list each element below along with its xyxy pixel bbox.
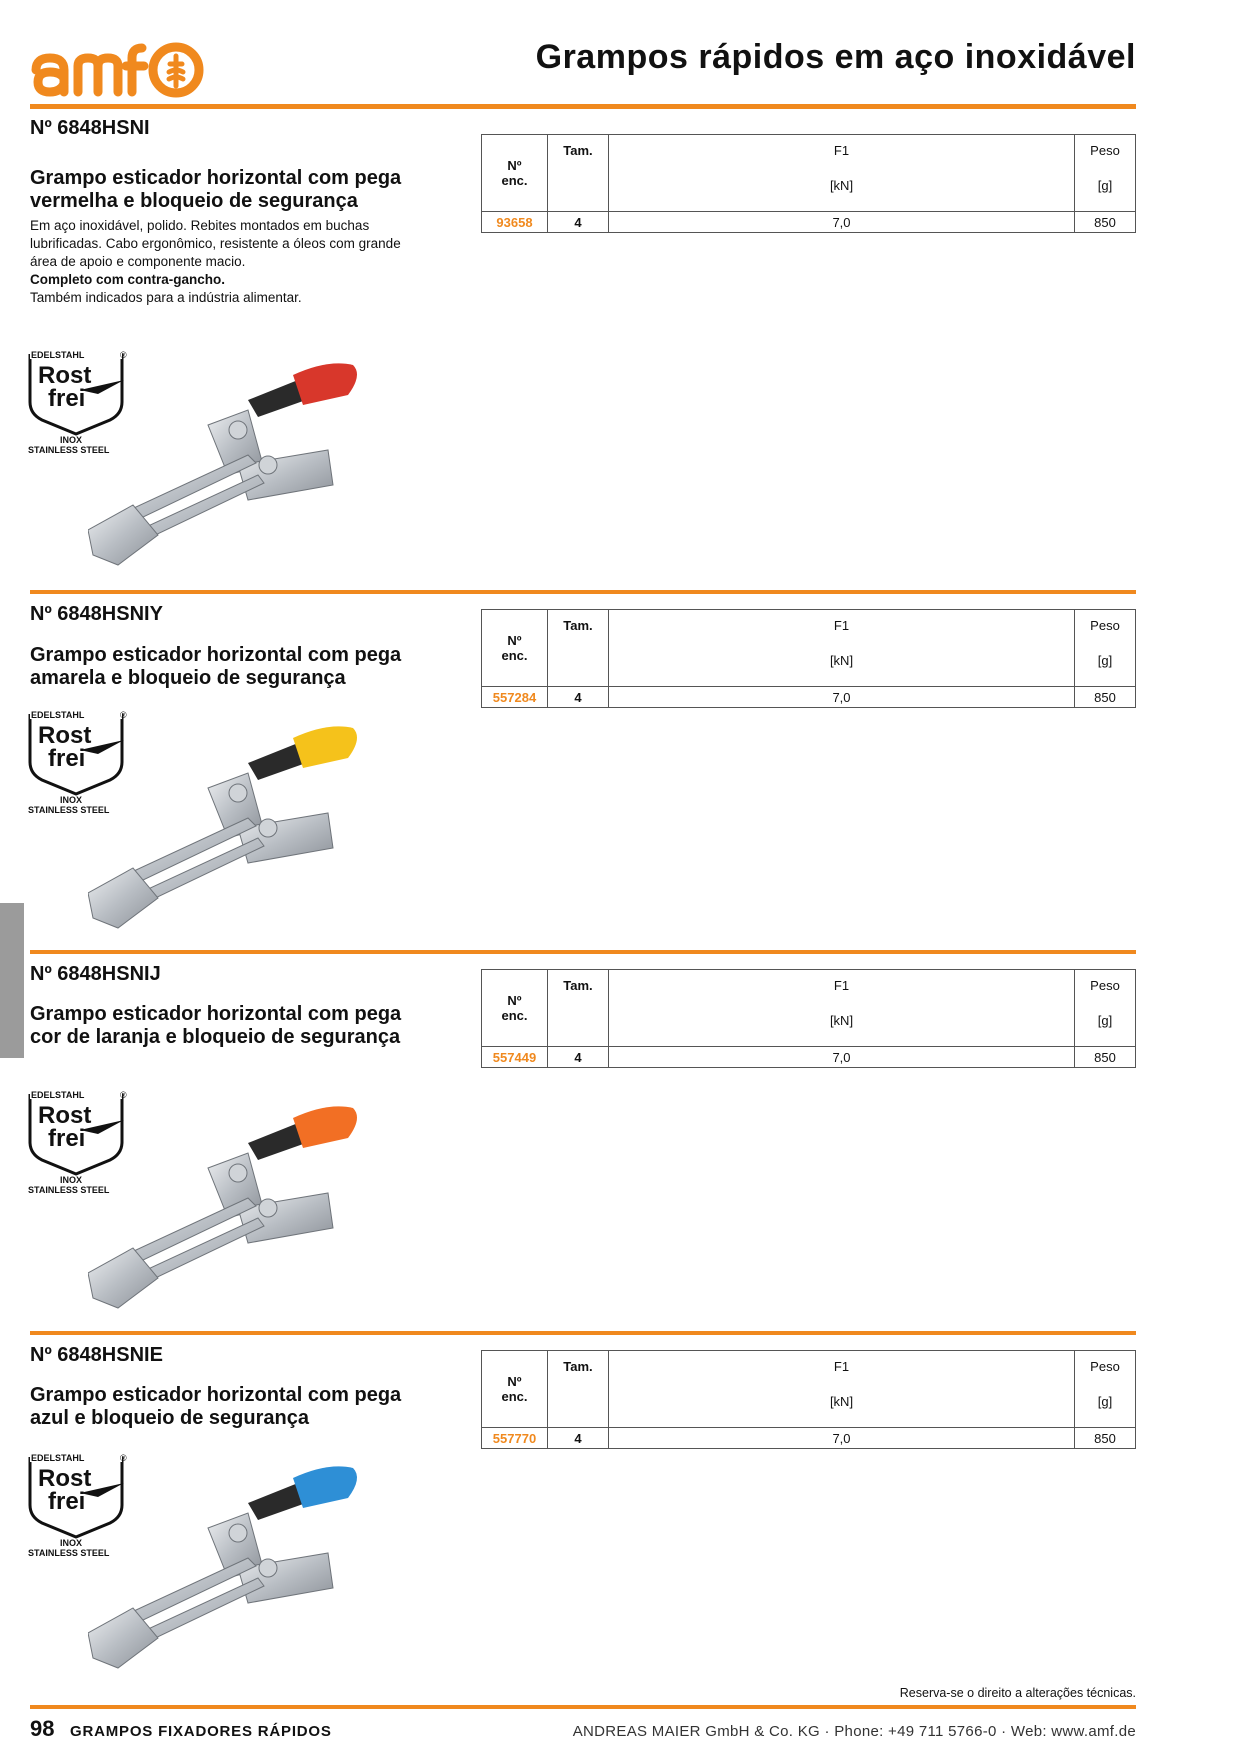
svg-text:INOX: INOX [60, 795, 82, 805]
amf-logo: amf [31, 42, 204, 104]
svg-text:amf: amf [154, 103, 156, 104]
clamp-handle [293, 726, 357, 768]
rostfrei-badge-icon: EDELSTAHL ® Rost frei INOX STAINLESS STE… [28, 710, 127, 814]
section-divider [30, 1331, 1136, 1335]
clamp-product-image [88, 1466, 357, 1669]
clamp-product-image [88, 1106, 357, 1309]
order-number-link[interactable]: 93658 [481, 211, 548, 233]
order-number-link[interactable]: 557284 [481, 686, 548, 708]
footer-section-title: GRAMPOS FIXADORES RÁPIDOS [70, 1723, 332, 1740]
product-description: Em aço inoxidável, polido. Rebites monta… [30, 218, 401, 305]
clamp-handle [293, 1106, 357, 1148]
order-number-link[interactable]: 557770 [481, 1427, 548, 1449]
order-number-link[interactable]: 557449 [481, 1046, 548, 1068]
page-number: 98 [30, 1716, 55, 1741]
footer-company-info: ANDREAS MAIER GmbH & Co. KG · Phone: +49… [572, 1723, 1136, 1740]
product-number: Nº 6848HSNIJ [30, 963, 161, 985]
rostfrei-badge-icon: EDELSTAHL ® Rost frei INOX STAINLESS STE… [28, 350, 127, 454]
rostfrei-badge-icon: EDELSTAHL ® Rost frei INOX STAINLESS STE… [28, 1090, 127, 1194]
product-number: Nº 6848HSNIE [30, 1344, 163, 1366]
svg-text:Rost: Rost [38, 362, 91, 389]
svg-text:®: ® [120, 350, 127, 360]
svg-text:Rost: Rost [38, 1102, 91, 1129]
product-number: Nº 6848HSNIY [30, 603, 163, 625]
svg-text:frei: frei [48, 745, 85, 772]
clamp-handle [293, 363, 357, 405]
svg-text:INOX: INOX [60, 1175, 82, 1185]
svg-text:Rost: Rost [38, 722, 91, 749]
footer-rule [30, 1705, 1136, 1709]
svg-text:EDELSTAHL: EDELSTAHL [31, 1453, 85, 1463]
table-row: 557449 4 7,0 850 [481, 1046, 1136, 1068]
clamp-handle [293, 1466, 357, 1508]
col-weight: Peso[g] [1074, 134, 1136, 212]
product-title: Grampo esticador horizontal com pega cor… [30, 1003, 402, 1048]
svg-text:INOX: INOX [60, 435, 82, 445]
footer-note: Reserva-se o direito a alterações técnic… [899, 1686, 1136, 1700]
svg-text:INOX: INOX [60, 1538, 82, 1548]
rostfrei-badge-icon: EDELSTAHL ® Rost frei INOX STAINLESS STE… [28, 1453, 127, 1557]
svg-text:®: ® [120, 1453, 127, 1463]
svg-text:frei: frei [48, 385, 85, 412]
table-row: 93658 4 7,0 850 [481, 211, 1136, 233]
product-title: Grampo esticador horizontal com pega ver… [30, 167, 402, 212]
svg-text:®: ® [120, 710, 127, 720]
table-row: 557284 4 7,0 850 [481, 686, 1136, 708]
product-number: Nº 6848HSNI [30, 117, 150, 139]
svg-text:STAINLESS STEEL: STAINLESS STEEL [28, 805, 110, 814]
table-row: 557770 4 7,0 850 [481, 1427, 1136, 1449]
svg-text:®: ® [120, 1090, 127, 1100]
clamp-product-image [88, 363, 357, 566]
col-size: Tam. [547, 134, 609, 212]
header-rule [30, 104, 1136, 109]
product-title: Grampo esticador horizontal com pega azu… [30, 1384, 402, 1429]
section-divider [30, 950, 1136, 954]
section-divider [30, 590, 1136, 594]
clamp-product-image [88, 726, 357, 929]
page-title: Grampos rápidos em aço inoxidável [535, 38, 1136, 76]
svg-text:STAINLESS STEEL: STAINLESS STEEL [28, 1548, 110, 1557]
product-title: Grampo esticador horizontal com pega ama… [30, 644, 402, 689]
svg-text:frei: frei [48, 1488, 85, 1515]
section-side-tab [0, 903, 24, 1058]
svg-text:EDELSTAHL: EDELSTAHL [31, 1090, 85, 1100]
col-force: F1[kN] [608, 134, 1075, 212]
svg-text:EDELSTAHL: EDELSTAHL [31, 710, 85, 720]
svg-text:frei: frei [48, 1125, 85, 1152]
svg-text:Rost: Rost [38, 1465, 91, 1492]
svg-text:STAINLESS STEEL: STAINLESS STEEL [28, 445, 110, 454]
svg-text:STAINLESS STEEL: STAINLESS STEEL [28, 1185, 110, 1194]
svg-text:EDELSTAHL: EDELSTAHL [31, 350, 85, 360]
